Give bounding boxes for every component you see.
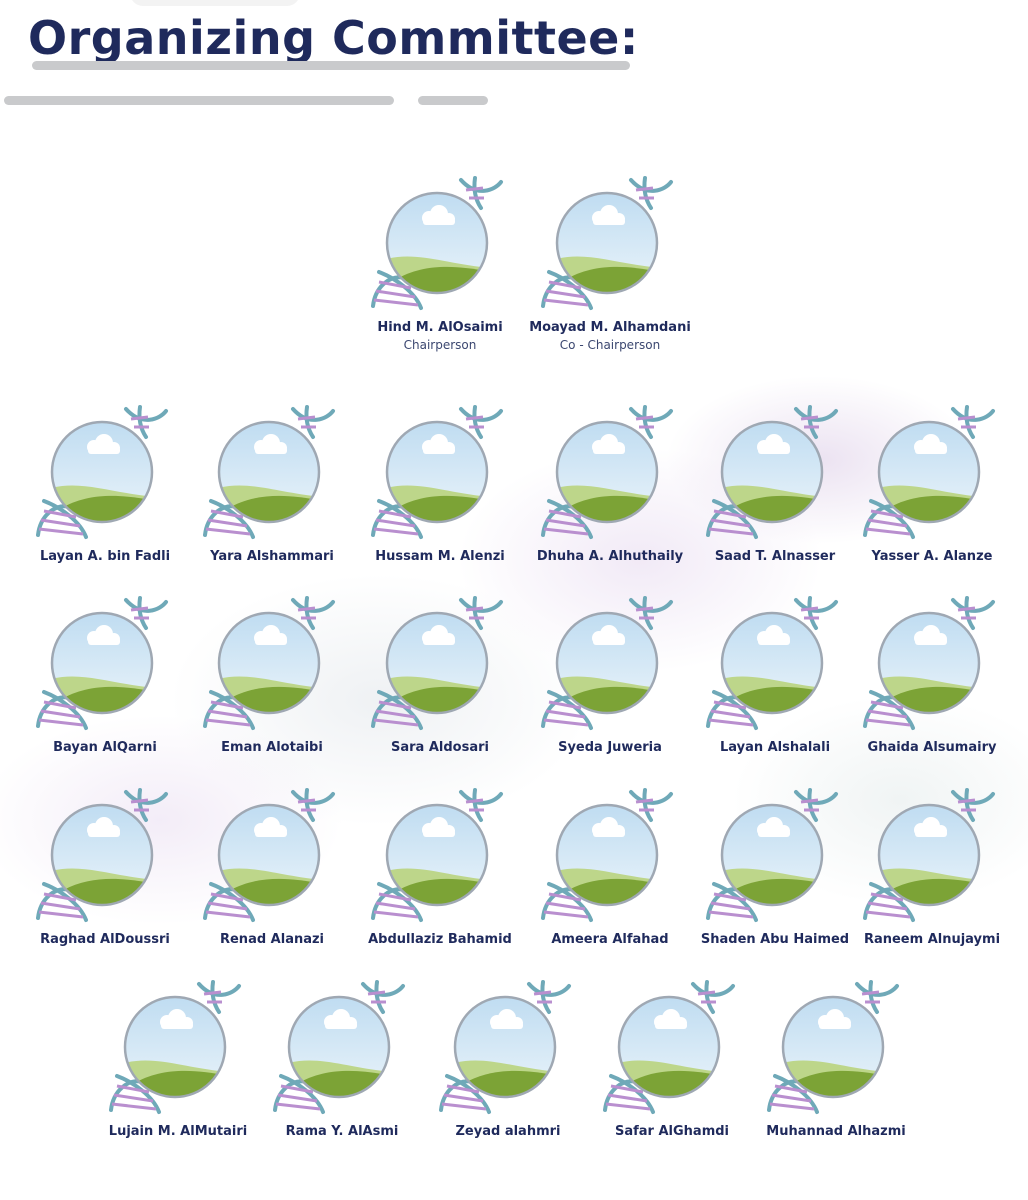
member-role: Chairperson <box>403 338 477 352</box>
committee-member: Dhuha A. Alhuthaily <box>520 397 700 564</box>
member-name: Hind M. AlOsaimi <box>377 320 503 335</box>
member-name: Bayan AlQarni <box>53 740 157 755</box>
dna-globe-avatar-icon <box>520 397 700 547</box>
committee-member: Moayad M. Alhamdani Co - Chairperson <box>520 168 700 352</box>
dna-globe-avatar-icon <box>582 972 762 1122</box>
dna-globe-avatar-icon <box>842 588 1022 738</box>
page-title: Organizing Committee: <box>28 11 639 65</box>
member-name: Lujain M. AlMutairi <box>108 1124 248 1139</box>
dna-globe-avatar-icon <box>350 780 530 930</box>
committee-member: Shaden Abu Haimed <box>685 780 865 947</box>
dna-globe-avatar-icon <box>520 780 700 930</box>
dna-globe-avatar-icon <box>88 972 268 1122</box>
member-name: Shaden Abu Haimed <box>700 932 850 947</box>
committee-member: Hussam M. Alenzi <box>350 397 530 564</box>
member-name: Layan Alshalali <box>719 740 831 755</box>
dna-globe-avatar-icon <box>252 972 432 1122</box>
committee-member: Zeyad alahmri <box>418 972 598 1139</box>
member-name: Yara Alshammari <box>210 549 334 564</box>
dna-globe-avatar-icon <box>15 588 195 738</box>
member-name: Ameera Alfahad <box>551 932 669 947</box>
member-name: Layan A. bin Fadli <box>39 549 171 564</box>
member-name: Muhannad Alhazmi <box>766 1124 906 1139</box>
member-name: Raghad AlDoussri <box>40 932 170 947</box>
committee-member: Sara Aldosari <box>350 588 530 755</box>
dna-globe-avatar-icon <box>685 780 865 930</box>
committee-member: Ghaida Alsumairy <box>842 588 1022 755</box>
committee-member: Abdullaziz Bahamid <box>350 780 530 947</box>
committee-member: Renad Alanazi <box>182 780 362 947</box>
dna-globe-avatar-icon <box>350 588 530 738</box>
dna-globe-avatar-icon <box>520 168 700 318</box>
committee-member: Ameera Alfahad <box>520 780 700 947</box>
member-name: Yasser A. Alanze <box>871 549 993 564</box>
member-name: Hussam M. Alenzi <box>375 549 505 564</box>
committee-member: Yara Alshammari <box>182 397 362 564</box>
committee-member: Raghad AlDoussri <box>15 780 195 947</box>
committee-member: Muhannad Alhazmi <box>746 972 926 1139</box>
top-tab-shape <box>130 0 300 6</box>
committee-member: Yasser A. Alanze <box>842 397 1022 564</box>
title-underline-bar <box>32 61 630 70</box>
member-name: Syeda Juweria <box>558 740 662 755</box>
committee-member: Rama Y. AlAsmi <box>252 972 432 1139</box>
member-name: Dhuha A. Alhuthaily <box>536 549 684 564</box>
committee-member: Bayan AlQarni <box>15 588 195 755</box>
divider-bar-short <box>418 96 488 105</box>
committee-member: Layan Alshalali <box>685 588 865 755</box>
committee-member: Safar AlGhamdi <box>582 972 762 1139</box>
member-name: Rama Y. AlAsmi <box>285 1124 399 1139</box>
dna-globe-avatar-icon <box>182 397 362 547</box>
dna-globe-avatar-icon <box>685 397 865 547</box>
dna-globe-avatar-icon <box>15 397 195 547</box>
dna-globe-avatar-icon <box>842 397 1022 547</box>
committee-member: Layan A. bin Fadli <box>15 397 195 564</box>
committee-member: Lujain M. AlMutairi <box>88 972 268 1139</box>
member-name: Safar AlGhamdi <box>614 1124 730 1139</box>
dna-globe-avatar-icon <box>746 972 926 1122</box>
member-name: Raneem Alnujaymi <box>863 932 1001 947</box>
dna-globe-avatar-icon <box>182 780 362 930</box>
member-name: Eman Alotaibi <box>221 740 323 755</box>
member-role: Co - Chairperson <box>559 338 661 352</box>
committee-member: Raneem Alnujaymi <box>842 780 1022 947</box>
committee-member: Eman Alotaibi <box>182 588 362 755</box>
divider-bar-long <box>4 96 394 105</box>
member-name: Sara Aldosari <box>391 740 489 755</box>
dna-globe-avatar-icon <box>418 972 598 1122</box>
dna-globe-avatar-icon <box>350 397 530 547</box>
member-name: Renad Alanazi <box>219 932 325 947</box>
dna-globe-avatar-icon <box>842 780 1022 930</box>
member-name: Ghaida Alsumairy <box>867 740 997 755</box>
member-name: Moayad M. Alhamdani <box>529 320 691 335</box>
dna-globe-avatar-icon <box>350 168 530 318</box>
dna-globe-avatar-icon <box>15 780 195 930</box>
committee-member: Saad T. Alnasser <box>685 397 865 564</box>
member-name: Abdullaziz Bahamid <box>368 932 512 947</box>
dna-globe-avatar-icon <box>685 588 865 738</box>
dna-globe-avatar-icon <box>520 588 700 738</box>
member-name: Zeyad alahmri <box>455 1124 561 1139</box>
member-name: Saad T. Alnasser <box>714 549 836 564</box>
committee-member: Syeda Juweria <box>520 588 700 755</box>
dna-globe-avatar-icon <box>182 588 362 738</box>
